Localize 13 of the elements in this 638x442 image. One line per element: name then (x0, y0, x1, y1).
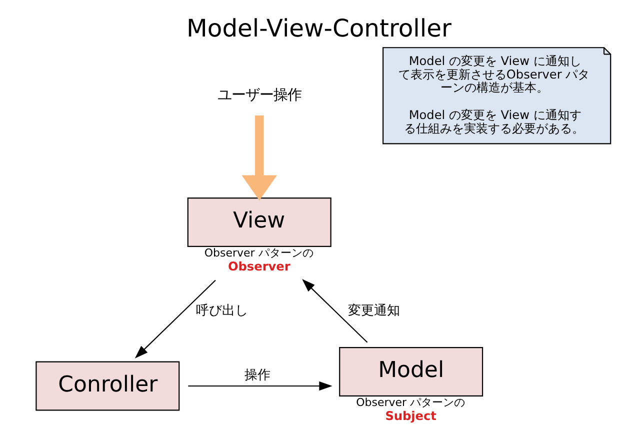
diagram-title: Model-View-Controller (186, 14, 452, 42)
node-label: Observer (228, 259, 290, 274)
edge-label: 呼び出し (196, 304, 248, 319)
arrow (134, 280, 216, 358)
arrow (188, 381, 332, 391)
edge-label: 操作 (244, 368, 270, 383)
arrow (302, 279, 368, 343)
arrow (242, 115, 278, 201)
node-label: Subject (385, 408, 436, 423)
node-text: ユーザー操作 (217, 87, 302, 104)
node-label: Observer パターンの (356, 396, 465, 409)
edge-label: 変更通知 (348, 304, 400, 319)
node-label: Observer パターンの (204, 246, 314, 260)
